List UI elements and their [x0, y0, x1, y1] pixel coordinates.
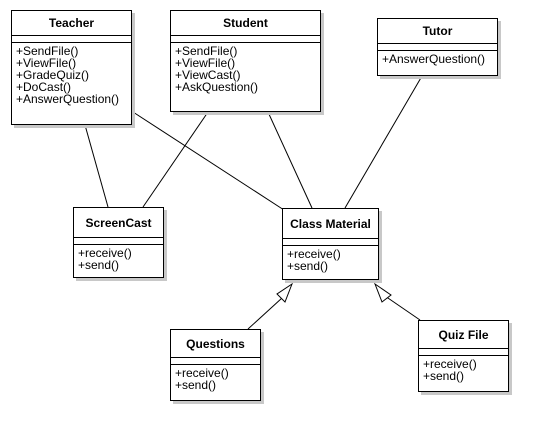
class-name: Tutor — [378, 19, 497, 44]
class-name: Quiz File — [419, 321, 508, 349]
association-teacher-screencast — [84, 124, 109, 208]
operation: +GradeQuiz() — [16, 68, 90, 82]
class-name: ScreenCast — [74, 208, 163, 238]
operation: +ViewFile() — [16, 56, 77, 70]
class-name: Class Material — [283, 209, 378, 239]
generalization-quiz-file-line — [384, 295, 421, 321]
class-class-material[interactable]: Class Material +receive() +send() — [282, 208, 379, 280]
operation: +AskQuestion() — [175, 80, 259, 94]
operation: +send() — [78, 258, 120, 272]
generalization-questions-line — [247, 297, 283, 330]
class-attributes — [283, 239, 378, 246]
class-student[interactable]: Student +SendFile() +ViewFile() +ViewCas… — [170, 10, 321, 112]
class-name: Questions — [171, 330, 260, 358]
class-attributes — [12, 36, 131, 43]
class-teacher[interactable]: Teacher +SendFile() +ViewFile() +GradeQu… — [11, 10, 132, 125]
operation: +send() — [423, 369, 465, 383]
association-student-class-material — [267, 111, 313, 209]
operation: +ViewFile() — [175, 56, 236, 70]
operation: +receive() — [287, 247, 341, 261]
class-questions[interactable]: Questions +receive() +send() — [170, 329, 261, 401]
class-operations: +SendFile() +ViewFile() +GradeQuiz() +Do… — [12, 43, 131, 105]
operation: +receive() — [78, 246, 132, 260]
generalization-quiz-file-arrowhead — [373, 282, 392, 303]
class-operations: +receive() +send() — [283, 246, 378, 272]
operation: +send() — [175, 378, 217, 392]
operation: +AnswerQuestion() — [16, 92, 120, 106]
operation: +DoCast() — [16, 80, 72, 94]
operation: +receive() — [423, 357, 477, 371]
association-teacher-class-material — [132, 111, 285, 211]
class-attributes — [74, 238, 163, 245]
operation: +receive() — [175, 366, 229, 380]
operation: +SendFile() — [175, 44, 238, 58]
operation: +AnswerQuestion() — [382, 52, 486, 66]
class-screencast[interactable]: ScreenCast +receive() +send() — [73, 207, 164, 278]
class-attributes — [171, 36, 320, 43]
class-attributes — [378, 44, 497, 51]
class-name: Teacher — [12, 11, 131, 36]
class-operations: +AnswerQuestion() — [378, 51, 497, 65]
operation: +ViewCast() — [175, 68, 241, 82]
operation: +SendFile() — [16, 44, 79, 58]
operation: +send() — [287, 259, 329, 273]
class-quiz-file[interactable]: Quiz File +receive() +send() — [418, 320, 509, 392]
generalization-questions-arrowhead — [276, 282, 294, 303]
class-operations: +receive() +send() — [74, 245, 163, 271]
class-operations: +receive() +send() — [419, 356, 508, 382]
class-operations: +receive() +send() — [171, 365, 260, 391]
class-tutor[interactable]: Tutor +AnswerQuestion() — [377, 18, 498, 76]
association-tutor-class-material — [344, 75, 423, 209]
class-attributes — [171, 358, 260, 365]
class-name: Student — [171, 11, 320, 36]
class-operations: +SendFile() +ViewFile() +ViewCast() +Ask… — [171, 43, 320, 93]
class-attributes — [419, 349, 508, 356]
association-student-screencast — [142, 111, 209, 208]
